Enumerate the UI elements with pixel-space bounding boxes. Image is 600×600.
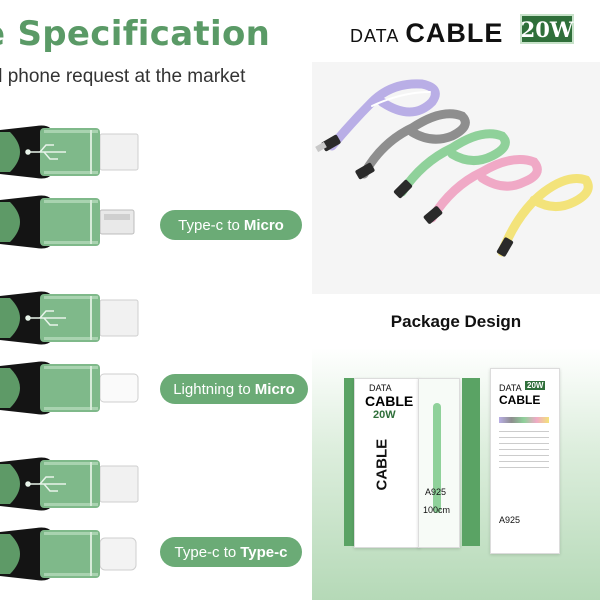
watt-badge: 20W <box>520 14 574 44</box>
spec-lines <box>499 431 549 471</box>
label-bold: Micro <box>243 216 284 234</box>
brand-cable-text: CABLE <box>405 18 504 48</box>
micro-usb-plug <box>0 195 135 249</box>
spec-subtitle: ll phone request at the market <box>0 66 246 87</box>
box-back-data-text: DATA <box>499 383 522 393</box>
box-cable-text: CABLE <box>365 393 414 409</box>
box-model-text: A925 <box>425 487 447 497</box>
package-box-back: DATA 20W CABLE A925 <box>490 368 560 554</box>
box-watt-text: 20W <box>373 409 396 421</box>
spec-title: e Specification <box>0 14 271 54</box>
box-back-cable-text: CABLE <box>499 393 541 407</box>
box-back-model-text: A925 <box>499 515 521 525</box>
type-c-plug <box>0 527 137 581</box>
coiled-cables-image <box>315 79 593 257</box>
label-bold: Micro <box>254 380 295 398</box>
cable-in-window <box>433 403 441 513</box>
box-side <box>344 378 354 546</box>
package-title: Package Design <box>390 312 522 331</box>
package-box-front: CABLE DATA CABLE 20W <box>354 378 420 548</box>
usb-a-plug <box>0 291 139 345</box>
brand-logo: DATA CABLE <box>350 18 503 49</box>
box-side <box>462 378 480 546</box>
package-box-window: A925 100cm <box>418 378 460 548</box>
box-length-text: 100cm <box>423 505 451 515</box>
box-data-text: DATA <box>369 383 392 393</box>
product-photo <box>312 62 600 294</box>
label-prefix: Lightning to <box>173 380 251 398</box>
lightning-plug <box>0 361 139 415</box>
brand-data-text: DATA <box>350 26 400 46</box>
usb-a-plug <box>0 125 139 179</box>
usb-a-plug <box>0 457 139 511</box>
label-bold: Type-c <box>240 543 288 561</box>
label-prefix: Type-c to <box>174 543 237 561</box>
label-prefix: Type-c to <box>178 216 240 234</box>
color-swatches <box>499 417 549 423</box>
box-back-watt: 20W <box>525 381 546 390</box>
